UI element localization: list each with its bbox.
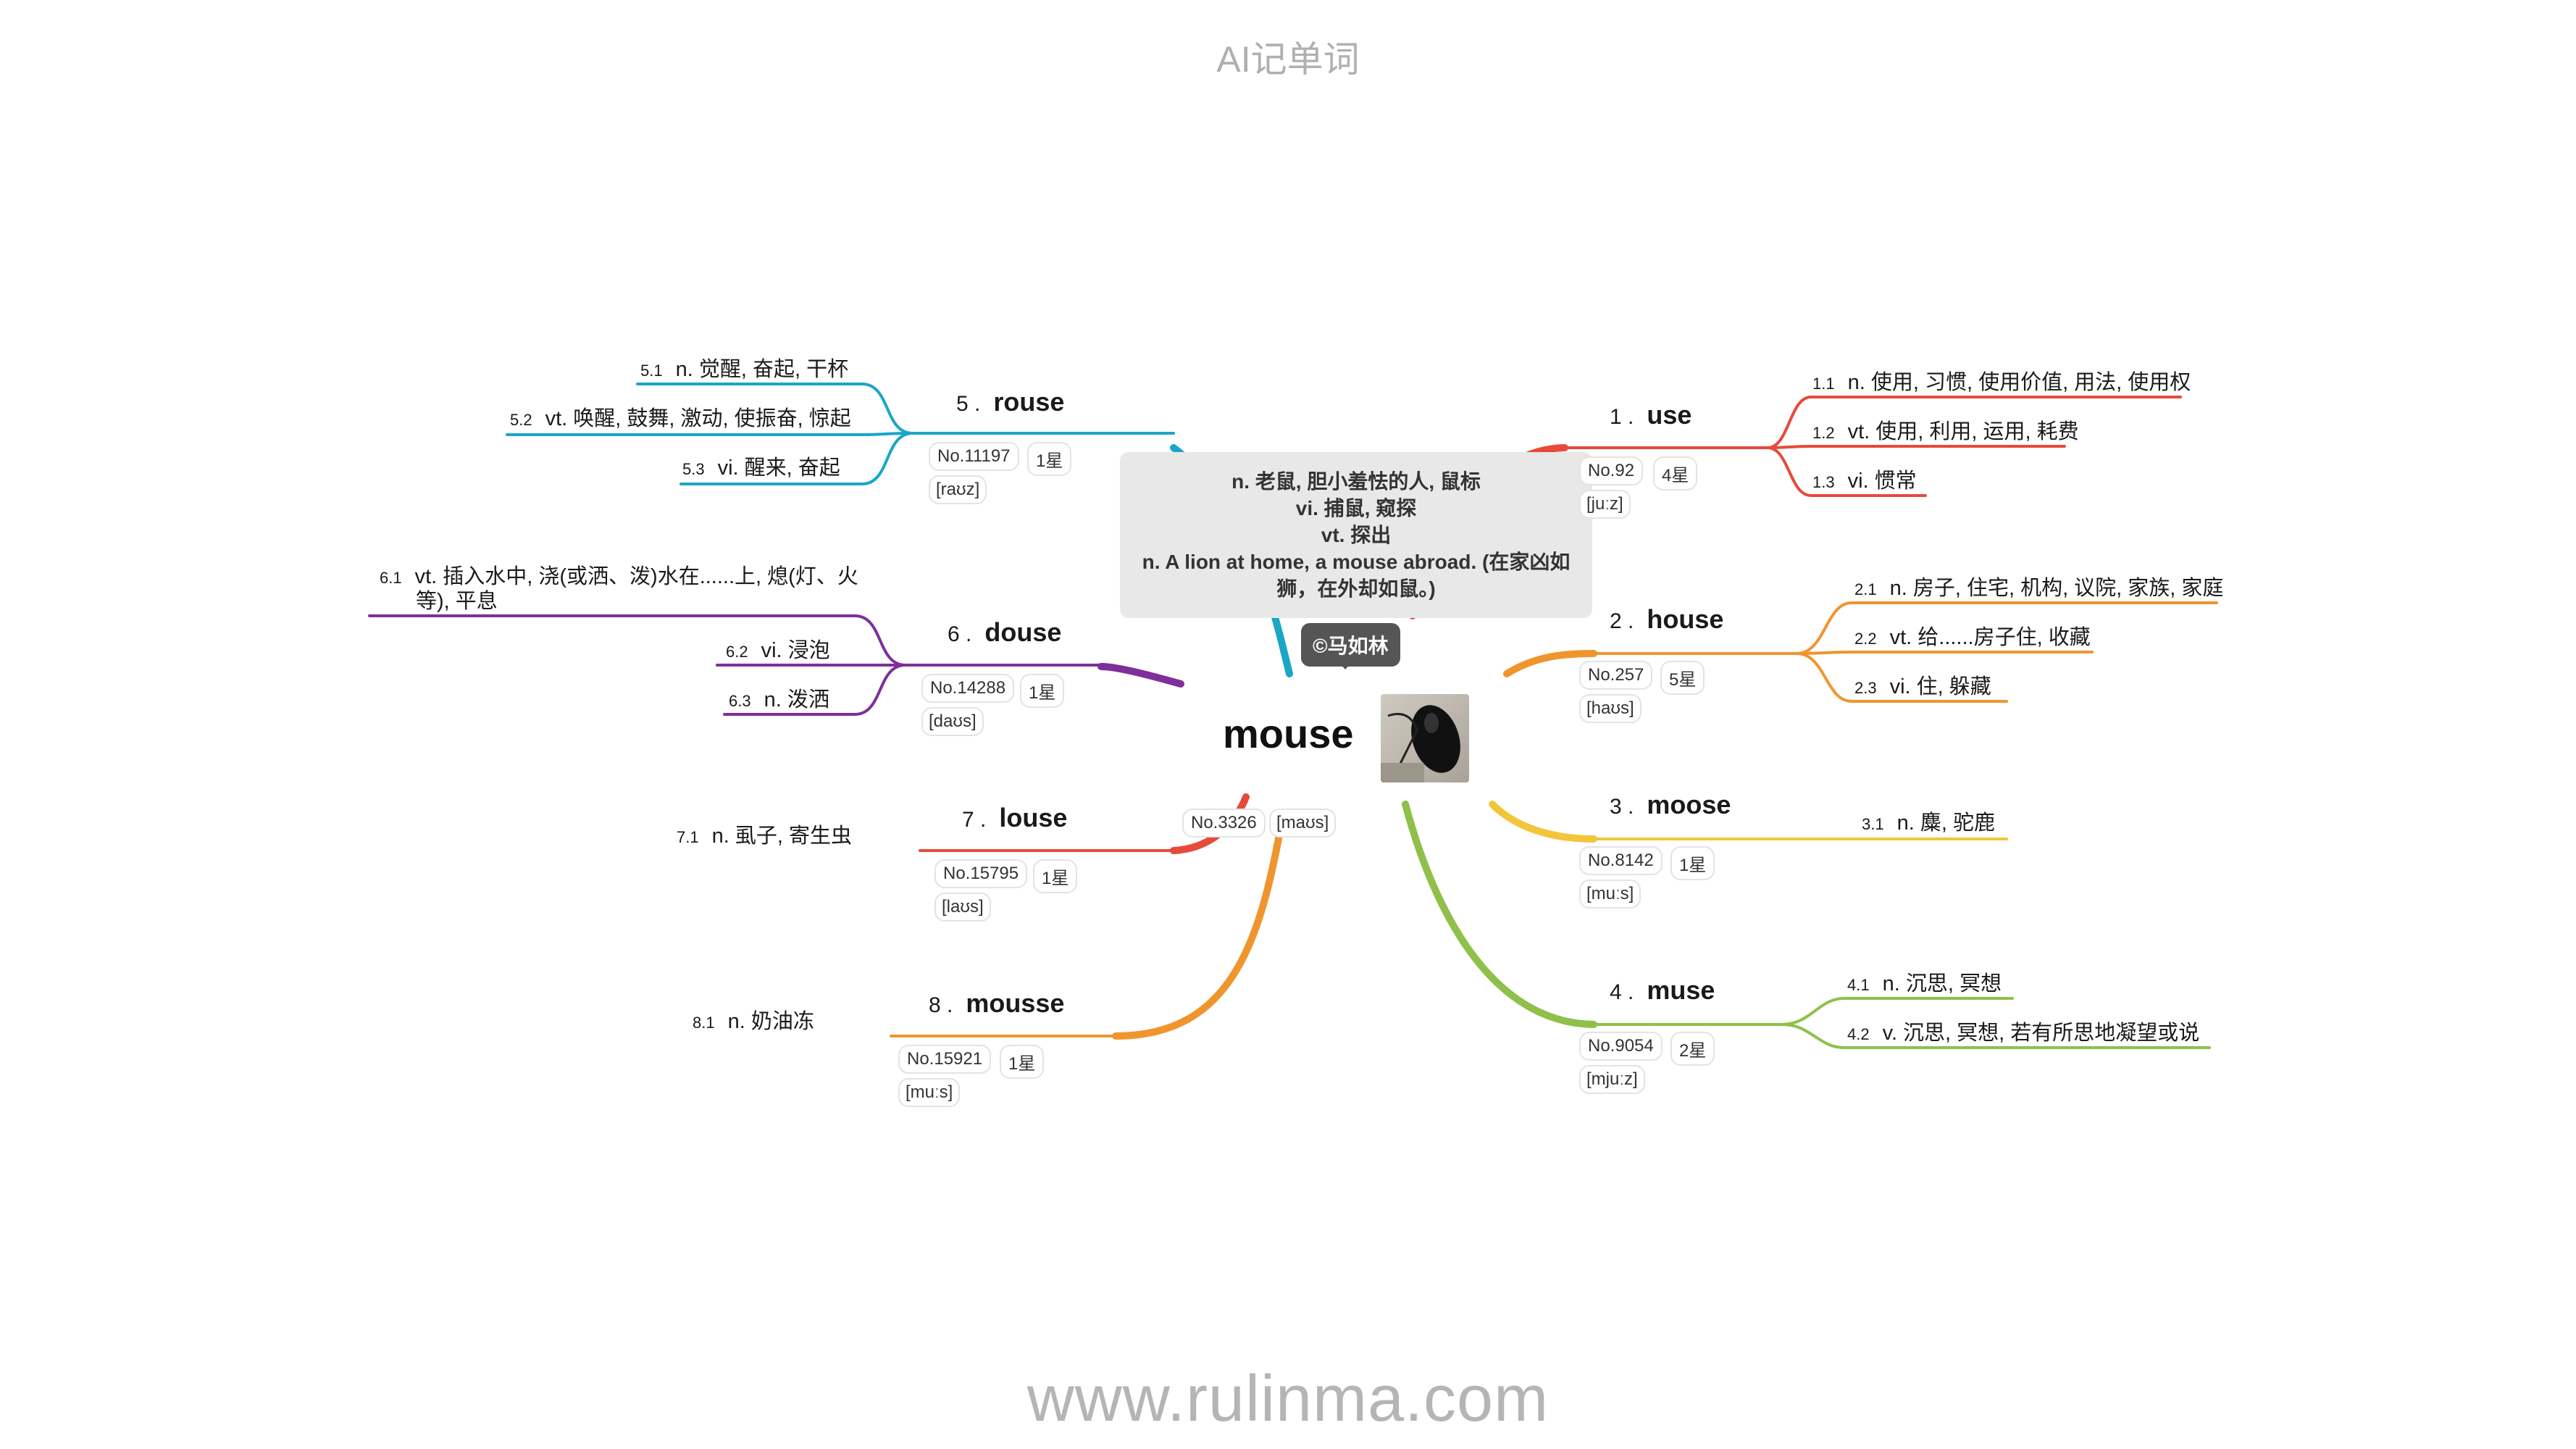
note-line: n. 老鼠, 胆小羞怯的人, 鼠标	[1231, 470, 1481, 493]
branch-use	[1766, 446, 1927, 497]
word-no: No.15795	[934, 859, 1028, 888]
branch-rouse	[679, 432, 914, 485]
branch-house	[1795, 651, 2094, 655]
link-douse	[1097, 663, 1184, 688]
tag-pointer	[1336, 659, 1355, 669]
word-stars: 1星	[1027, 442, 1072, 476]
word-rouse: 5 .rouse	[956, 387, 1065, 417]
note-line: vt. 探出	[1321, 524, 1392, 546]
word-phonetic: [muːs]	[1579, 880, 1642, 909]
word-louse: 7 .louse	[962, 803, 1068, 832]
word-no: No.14288	[921, 674, 1015, 703]
word-phonetic: [muːs]	[898, 1078, 961, 1107]
word-muse: 4 .muse	[1610, 975, 1715, 1005]
mouse-image	[1381, 705, 1460, 782]
word-stars: 1星	[1670, 846, 1715, 880]
word-house: 2 .house	[1610, 604, 1724, 634]
branch-use	[1766, 445, 2066, 449]
word-stars: 1星	[1000, 1045, 1045, 1079]
note-line: vi. 捕鼠, 窥探	[1295, 497, 1417, 519]
page-footer: www.rulinma.com	[1026, 1363, 1550, 1435]
mouse-photo	[1381, 694, 1469, 782]
word-no: No.11197	[929, 442, 1019, 471]
word-phonetic: [haʊs]	[1579, 694, 1642, 723]
word-no: No.257	[1579, 661, 1653, 690]
center-no: No.3326	[1182, 809, 1266, 838]
word-phonetic: [raʊz]	[929, 475, 987, 504]
branch-use	[1766, 396, 2182, 449]
branch-rouse	[506, 432, 914, 436]
branch-rouse	[636, 383, 914, 435]
word-douse: 6 .douse	[948, 617, 1062, 647]
word-stars: 1星	[1033, 859, 1078, 893]
center-note: n. 老鼠, 胆小羞怯的人, 鼠标 vi. 捕鼠, 窥探 vt. 探出 n. A…	[1120, 452, 1592, 618]
word-phonetic: [daʊs]	[921, 707, 984, 736]
link-house	[1503, 650, 1597, 677]
word-no: No.92	[1579, 456, 1644, 485]
word-stars: 4星	[1653, 456, 1698, 490]
link-muse	[1402, 801, 1597, 1028]
word-no: No.9054	[1579, 1032, 1663, 1061]
word-stars: 5星	[1660, 661, 1705, 695]
word-use: 1 .use	[1610, 400, 1692, 430]
word-no: No.15921	[898, 1045, 992, 1074]
word-phonetic: [mjuːz]	[1579, 1065, 1645, 1094]
word-no: No.8142	[1579, 846, 1663, 875]
word-mousse: 8 .mousse	[929, 988, 1065, 1018]
center-phonetic: [maʊs]	[1269, 809, 1337, 838]
word-phonetic: [laʊs]	[934, 893, 991, 922]
link-mousse	[1112, 815, 1286, 1040]
word-stars: 1星	[1020, 674, 1065, 708]
note-line: n. A lion at home, a mouse abroad. (在家凶如…	[1142, 551, 1571, 600]
branch-house	[1795, 652, 2008, 703]
word-phonetic: [juːz]	[1579, 490, 1631, 519]
definition-continued: 等), 平息	[416, 590, 498, 613]
branch-douse	[368, 614, 907, 667]
center-word: mouse	[1223, 711, 1354, 756]
branch-muse	[1781, 997, 2014, 1026]
link-moose	[1489, 801, 1597, 843]
copyright-tag: ©马如林	[1301, 623, 1400, 667]
branch-house	[1795, 601, 2218, 655]
branch-douse	[723, 664, 907, 716]
branch-muse	[1781, 1023, 2211, 1049]
word-stars: 2星	[1670, 1032, 1715, 1066]
page-header: AI记单词	[1216, 39, 1360, 80]
word-moose: 3 .moose	[1610, 790, 1731, 819]
